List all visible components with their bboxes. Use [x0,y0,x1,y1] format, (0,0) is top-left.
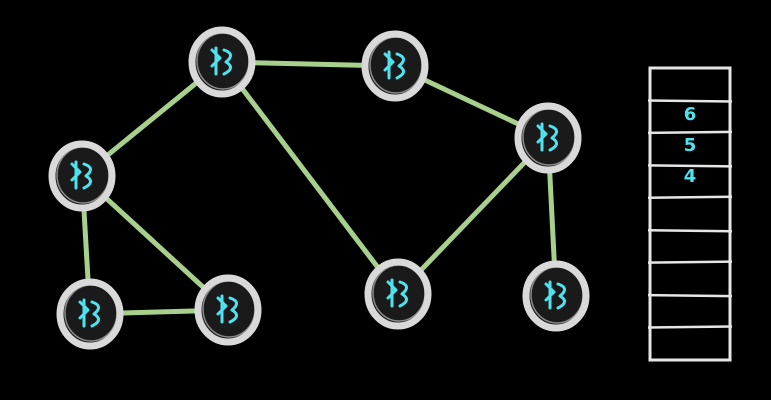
node-ring-inner [522,108,576,166]
node-glyph-icon [386,278,408,308]
node-ring-inner [202,280,256,338]
stack-divider [647,260,733,264]
stack-divider [647,99,733,103]
stack-panel: 6 5 4 [647,66,733,362]
stack-slot-label: 6 [684,104,697,125]
graph-node-top-center [188,26,256,98]
edges-layer [79,59,559,317]
node-ring [361,30,429,102]
stack-divider [647,325,733,329]
node-ring-inner [530,266,584,324]
graph-node-top-right-center [361,30,429,102]
node-glyph-icon [383,50,405,80]
graph-node-bottom-mid-left [194,274,262,346]
graph-node-bottom-center [364,258,432,330]
graph-edge [395,135,551,297]
node-glyph-icon [536,122,558,152]
stack-slot-label: 5 [684,135,697,156]
graph-node-bottom-right [522,260,590,332]
node-ring [48,140,116,212]
node-ring-inner [56,146,110,204]
graph-node-mid-left [48,140,116,212]
node-ring-inner [196,32,250,90]
graph-node-bottom-left [56,278,124,350]
node-ring [56,278,124,350]
stack-divider [647,130,733,135]
node-ring [364,258,432,330]
node-glyph-icon [70,160,92,190]
node-glyph-icon [78,298,100,328]
stack-frame [648,66,732,362]
stack-divider [647,228,733,233]
node-ring [188,26,256,98]
node-ring-inner [372,264,426,322]
node-glyph-icon [216,294,238,324]
stack-divider [647,195,733,200]
node-ring [522,260,590,332]
node-ring [514,102,582,174]
stack-divider [647,293,733,298]
node-glyph-icon [544,280,566,310]
stack-divider [647,164,733,168]
nodes-layer [48,26,590,350]
graph-node-right [514,102,582,174]
stack-slot-label: 4 [684,166,697,187]
graph-edge [219,59,401,297]
node-ring-inner [64,284,118,342]
node-ring-inner [369,36,423,94]
node-ring [194,274,262,346]
node-glyph-icon [210,46,232,76]
